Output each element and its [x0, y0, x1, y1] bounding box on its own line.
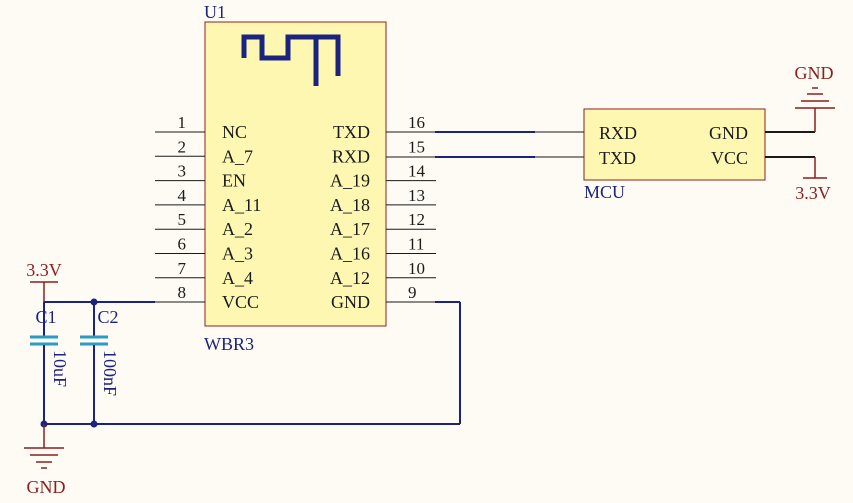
mcu-pin-vcc: VCC — [711, 148, 748, 168]
u1-pin-name: A_4 — [222, 268, 253, 288]
mcu-body — [583, 108, 766, 181]
capacitor-c1[interactable]: C1 10uF — [30, 302, 70, 424]
u1-pin-name: VCC — [222, 292, 259, 312]
u1-reference: U1 — [204, 2, 226, 22]
u1-pin-number: 15 — [408, 137, 425, 156]
u1-pin-number: 13 — [408, 186, 425, 205]
uart-wires — [386, 131, 584, 158]
mcu-label: MCU — [584, 182, 625, 202]
u1-pin-number: 1 — [178, 113, 187, 132]
u1-left-pins: 1 NC 2 A_7 3 EN 4 A_11 5 A_2 6 A_3 7 A_4 8 VCC — [155, 113, 261, 312]
ground-return — [40, 301, 461, 428]
c2-reference: C2 — [97, 307, 118, 327]
u1-pin-number: 4 — [178, 186, 187, 205]
mcu-pin-rxd: RXD — [599, 123, 637, 143]
u1-pin-number: 8 — [178, 283, 187, 302]
capacitor-c2[interactable]: C2 100nF — [80, 302, 120, 424]
u1-pin-name: A_12 — [330, 268, 370, 288]
u1-pin-number: 11 — [408, 235, 424, 254]
u1-pin-name: A_19 — [330, 171, 370, 191]
junction-dot — [90, 420, 98, 428]
u1-pin-name: RXD — [332, 146, 370, 166]
u1-pin-number: 7 — [178, 259, 187, 278]
u1-pin-name: A_3 — [222, 244, 253, 264]
left-gnd-label: GND — [27, 477, 66, 497]
u1-pin-name: EN — [222, 171, 246, 191]
u1-pin-name: NC — [222, 122, 247, 142]
u1-pin-name: A_2 — [222, 219, 253, 239]
antenna-icon — [241, 34, 341, 86]
u1-pin-name: A_17 — [330, 219, 370, 239]
u1-pin-name: A_16 — [330, 244, 370, 264]
u1-pin-number: 10 — [408, 259, 425, 278]
u1-pin-number: 6 — [178, 235, 187, 254]
u1-pin-name: GND — [331, 292, 370, 312]
u1-pin-name: A_11 — [222, 195, 261, 215]
mcu-vcc-symbol: 3.3V — [765, 156, 831, 203]
mcu-gnd-symbol: GND — [765, 63, 835, 133]
u1-pin-number: 2 — [178, 137, 187, 156]
c2-value: 100nF — [100, 350, 120, 396]
u1-pin-number: 12 — [408, 210, 425, 229]
u1-right-pins: 16 TXD 15 RXD 14 A_19 13 A_18 12 A_17 11 A_16 10 A_12… — [330, 113, 436, 312]
left-power-rail: 3.3V — [26, 260, 205, 306]
mcu-block[interactable]: RXD TXD GND VCC MCU — [583, 108, 766, 202]
u1-pin-name: A_7 — [222, 146, 253, 166]
c1-value: 10uF — [50, 350, 70, 387]
left-vcc-label: 3.3V — [26, 260, 62, 280]
u1-body — [204, 21, 387, 327]
mcu-pin-txd: TXD — [599, 148, 636, 168]
u1-pin-number: 3 — [178, 162, 187, 181]
c1-reference: C1 — [35, 307, 56, 327]
u1-pin-name: TXD — [333, 122, 370, 142]
u1-pin-number: 16 — [408, 113, 425, 132]
u1-pin-number: 9 — [408, 283, 417, 302]
mcu-vcc-label: 3.3V — [795, 183, 831, 203]
mcu-gnd-label: GND — [795, 63, 834, 83]
u1-pin-number: 14 — [408, 162, 426, 181]
u1-pin-number: 5 — [178, 210, 187, 229]
u1-part-name: WBR3 — [204, 334, 254, 354]
mcu-pin-gnd: GND — [709, 123, 748, 143]
left-gnd-symbol: GND — [24, 424, 66, 497]
u1-pin-name: A_18 — [330, 195, 370, 215]
